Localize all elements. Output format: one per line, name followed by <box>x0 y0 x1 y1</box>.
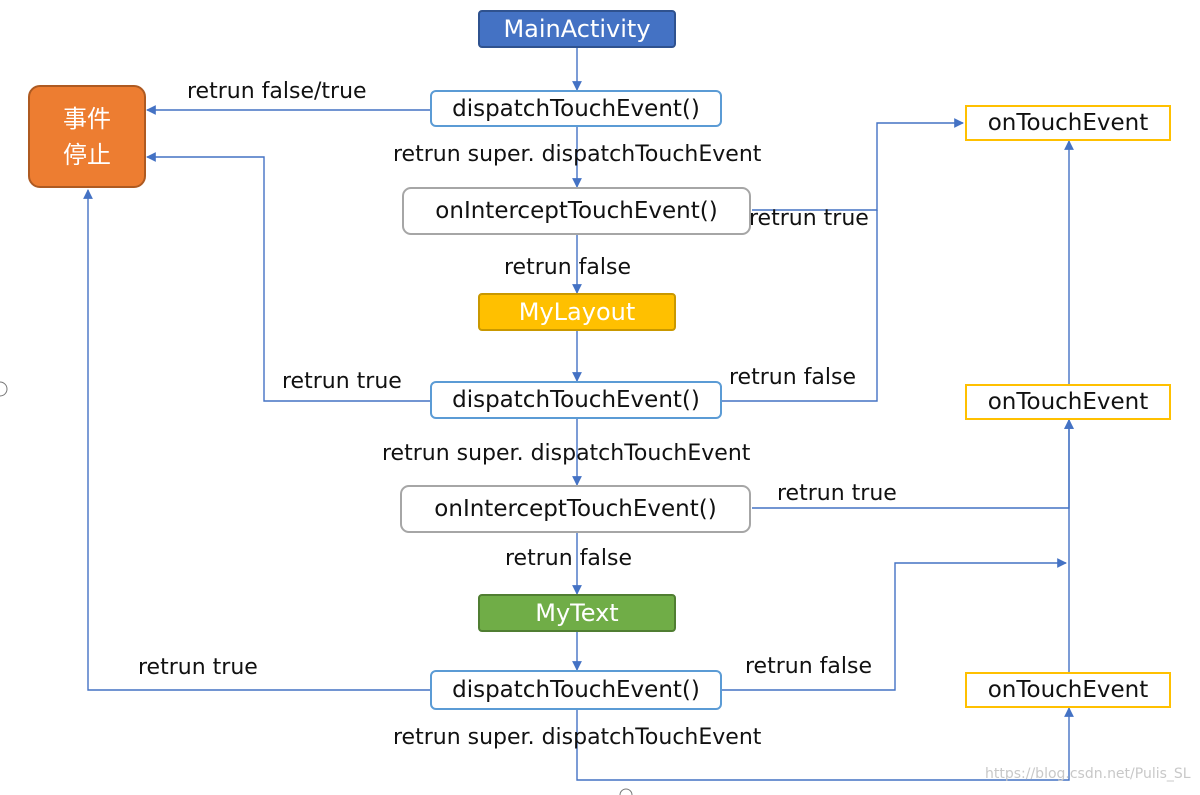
event-stop-line-2: 停止 <box>63 140 111 169</box>
edge-dispatch3-joinline <box>722 558 1067 691</box>
label-dispatch3-false: retrun false <box>745 654 872 679</box>
main-activity-node: MainActivity <box>478 10 676 48</box>
my-layout-node: MyLayout <box>478 293 676 331</box>
edge-dispatch3-touch3 <box>576 707 1074 781</box>
on-intercept-touch-event-node-1: onInterceptTouchEvent() <box>402 187 751 235</box>
event-stop-line-1: 事件 <box>63 104 111 133</box>
label-intercept1-true: retrun true <box>749 206 869 231</box>
on-intercept-touch-event-node-2: onInterceptTouchEvent() <box>400 485 751 533</box>
on-touch-event-node-2: onTouchEvent <box>965 384 1171 420</box>
edge-dispatch2-stop <box>146 152 430 402</box>
label-dispatch3-true: retrun true <box>138 655 258 680</box>
label-intercept2-true: retrun true <box>777 481 897 506</box>
dispatch-touch-event-node-3: dispatchTouchEvent() <box>430 670 722 710</box>
my-text-node: MyText <box>478 594 676 632</box>
label-super-dispatch-1: retrun super. dispatchTouchEvent <box>393 142 762 167</box>
dispatch-touch-event-node-1: dispatchTouchEvent() <box>430 90 722 127</box>
on-touch-event-node-3: onTouchEvent <box>965 672 1171 708</box>
label-intercept1-false: retrun false <box>504 255 631 280</box>
edge-dispatch2-touch1 <box>722 210 878 402</box>
label-super-dispatch-3: retrun super. dispatchTouchEvent <box>393 725 762 750</box>
decorative-arc <box>0 381 8 397</box>
dispatch-touch-event-node-2: dispatchTouchEvent() <box>430 381 722 419</box>
watermark-url: https://blog.csdn.net/Pulis_SL <box>985 766 1191 782</box>
label-dispatch2-true: retrun true <box>282 369 402 394</box>
label-return-false-true: retrun false/true <box>187 79 367 104</box>
on-touch-event-node-1: onTouchEvent <box>965 105 1171 141</box>
edge-dispatch3-stop <box>83 189 430 691</box>
label-super-dispatch-2: retrun super. dispatchTouchEvent <box>382 441 751 466</box>
label-intercept2-false: retrun false <box>505 546 632 571</box>
edge-intercept1-touch1 <box>752 118 964 211</box>
event-stop-node: 事件 停止 <box>28 85 146 188</box>
label-dispatch2-false: retrun false <box>729 365 856 390</box>
decorative-arc-bottom <box>619 788 633 795</box>
